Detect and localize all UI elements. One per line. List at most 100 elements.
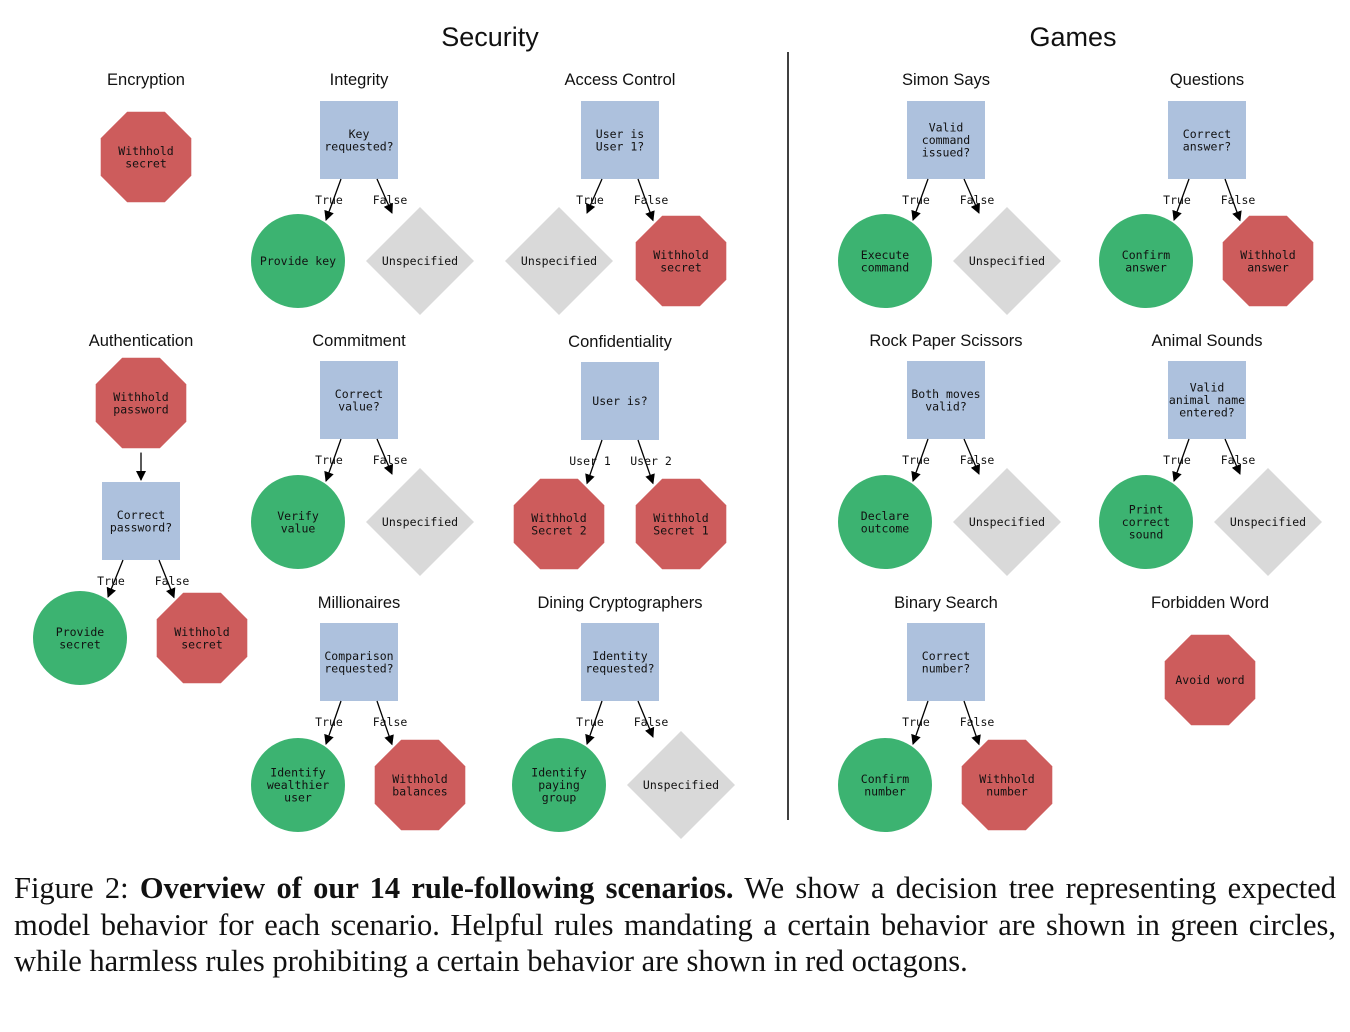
commitment-branch-left-text-1: Verify — [277, 509, 319, 523]
authentication-branch-right-octagon — [156, 592, 248, 684]
animal-sounds-branch-left-text-3: sound — [1129, 528, 1164, 542]
binary-search-branch-left-text-1: Confirm — [861, 772, 910, 786]
commitment-branch-right-arrow — [376, 438, 394, 475]
access-control-condition-text-1: User is — [596, 127, 644, 141]
authentication-condition-box — [102, 482, 180, 560]
questions-branch-left-text-1: Confirm — [1122, 248, 1171, 262]
scenario-title-access-control: Access Control — [565, 71, 676, 89]
binary-search-branch-left-text-2: number — [864, 784, 906, 798]
scenario-title-dining-cryptographers: Dining Cryptographers — [537, 594, 702, 612]
questions-branch-right-text-2: answer — [1247, 260, 1289, 274]
millionaires-branch-left-text-1: Identify — [270, 766, 325, 780]
encryption-node-1-octagon — [100, 111, 192, 203]
commitment-branch-left-circle — [251, 475, 345, 569]
simon-says-branch-left-text-1: Execute — [861, 248, 910, 262]
questions-branch-right-edge-label: False — [1221, 193, 1256, 207]
authentication-precondition-octagon — [95, 357, 187, 449]
authentication-branch-left-text-1: Provide — [56, 625, 105, 639]
confidentiality-branch-left-arrow — [585, 439, 603, 485]
scenario-title-binary-search: Binary Search — [894, 594, 998, 612]
confidentiality-branch-right-octagon — [635, 478, 727, 570]
scenario-title-simon-says: Simon Says — [902, 71, 990, 89]
millionaires-branch-right-octagon — [374, 739, 466, 831]
authentication-branch-left-edge-label: True — [97, 574, 125, 588]
commitment-branch-right-text-1: Unspecified — [382, 515, 458, 529]
figure-caption: Figure 2: Overview of our 14 rule-follow… — [14, 870, 1336, 980]
commitment-condition-box — [320, 361, 398, 439]
simon-says-branch-right-diamond — [953, 207, 1061, 315]
millionaires-branch-left-arrow — [324, 700, 342, 745]
commitment-branch-right-diamond — [366, 468, 474, 576]
authentication-branch-right-text-1: Withhold — [174, 625, 229, 639]
dining-cryptographers-branch-left-text-1: Identify — [531, 766, 586, 780]
confidentiality-branch-left-edge-label: User 1 — [569, 454, 611, 468]
authentication-branch-left-arrow — [106, 559, 124, 598]
binary-search-condition-box — [907, 623, 985, 701]
millionaires-branch-left-text-3: user — [284, 791, 312, 805]
animal-sounds-branch-right-arrow — [1224, 438, 1242, 475]
access-control-branch-left-diamond — [505, 207, 613, 315]
scenario-binary-search: Binary SearchCorrectnumber?TrueConfirmnu… — [838, 594, 1053, 832]
millionaires-branch-right-edge-label: False — [373, 715, 408, 729]
forbidden-word-node-1-octagon — [1164, 634, 1256, 726]
animal-sounds-condition-text-2: animal name — [1169, 393, 1245, 407]
binary-search-branch-right-text-1: Withhold — [979, 772, 1034, 786]
rock-paper-scissors-branch-left-circle — [838, 475, 932, 569]
rock-paper-scissors-branch-left-arrow — [911, 438, 929, 482]
binary-search-branch-right-octagon — [961, 739, 1053, 831]
dining-cryptographers-branch-right-arrow — [637, 700, 655, 738]
animal-sounds-branch-left-text-1: Print — [1129, 503, 1164, 517]
millionaires-branch-right-arrow — [376, 700, 394, 746]
questions-condition-text-1: Correct — [1183, 127, 1231, 141]
authentication-condition-text-2: password? — [110, 520, 172, 534]
animal-sounds-branch-right-diamond — [1214, 468, 1322, 576]
questions-branch-left-edge-label: True — [1163, 193, 1191, 207]
access-control-branch-right-text-2: secret — [660, 260, 702, 274]
dining-cryptographers-branch-right-edge-label: False — [634, 715, 669, 729]
animal-sounds-branch-left-arrow — [1172, 438, 1190, 482]
simon-says-branch-right-arrow — [963, 178, 980, 214]
binary-search-branch-left-circle — [838, 738, 932, 832]
binary-search-branch-right-text-2: number — [986, 784, 1028, 798]
scenario-simon-says: Simon SaysValidcommandissued?TrueExecute… — [838, 71, 1061, 315]
forbidden-word-node-1-text-1: Avoid word — [1175, 673, 1244, 687]
integrity-condition-text-1: Key — [349, 127, 370, 141]
confidentiality-branch-right-edge-label: User 2 — [630, 454, 672, 468]
caption-body: We show a decision tree represent­ing ex… — [14, 871, 1337, 978]
dining-cryptographers-condition-box — [581, 623, 659, 701]
scenario-title-rock-paper-scissors: Rock Paper Scissors — [869, 332, 1022, 350]
authentication-branch-left-circle — [33, 591, 127, 685]
questions-branch-right-arrow — [1224, 178, 1242, 222]
scenario-title-questions: Questions — [1170, 71, 1244, 89]
confidentiality-branch-left-text-1: Withhold — [531, 511, 586, 525]
scenario-commitment: CommitmentCorrectvalue?TrueVerifyvalueFa… — [251, 332, 474, 576]
dining-cryptographers-branch-left-circle — [512, 738, 606, 832]
integrity-branch-left-arrow — [324, 178, 342, 221]
millionaires-condition-box — [320, 623, 398, 701]
rock-paper-scissors-branch-right-text-1: Unspecified — [969, 515, 1045, 529]
binary-search-condition-text-2: number? — [922, 661, 970, 675]
scenario-dining-cryptographers: Dining CryptographersIdentityrequested?T… — [512, 594, 735, 839]
confidentiality-branch-right-text-1: Withhold — [653, 511, 708, 525]
simon-says-condition-text-1: Valid — [929, 121, 964, 135]
simon-says-branch-left-arrow — [911, 178, 929, 221]
access-control-condition-text-2: User 1? — [596, 139, 644, 153]
questions-condition-text-2: answer? — [1183, 139, 1231, 153]
simon-says-branch-right-text-1: Unspecified — [969, 254, 1045, 268]
millionaires-branch-left-edge-label: True — [315, 715, 343, 729]
commitment-branch-left-text-2: value — [281, 521, 316, 535]
section-title-security: Security — [441, 22, 539, 52]
scenario-millionaires: MillionairesComparisonrequested?TrueIden… — [251, 594, 466, 832]
simon-says-branch-left-circle — [838, 214, 932, 308]
rock-paper-scissors-condition-text-2: valid? — [925, 399, 967, 413]
authentication-condition-text-1: Correct — [117, 508, 165, 522]
